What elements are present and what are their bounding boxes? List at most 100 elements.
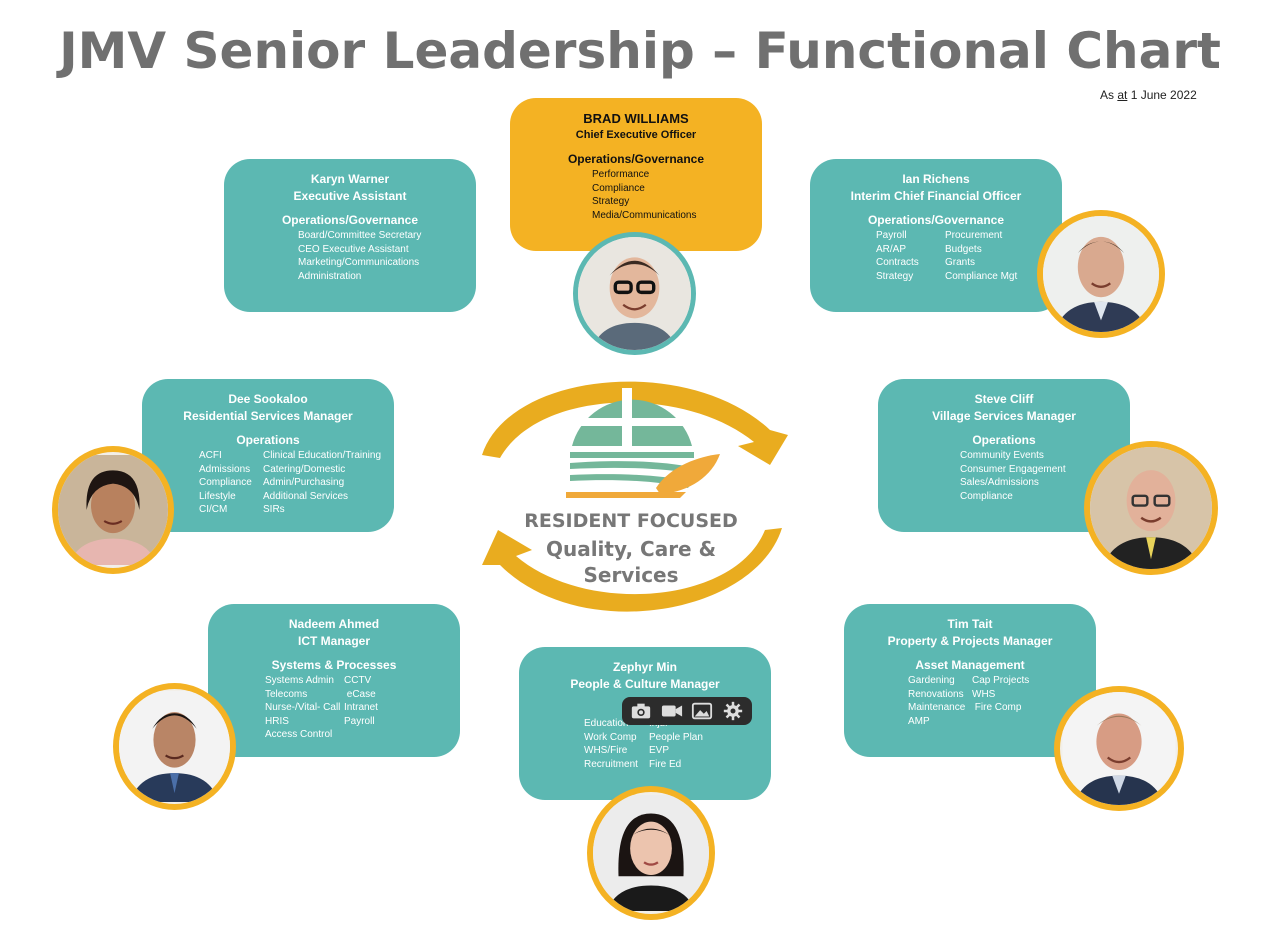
- list-item: Education: [584, 718, 629, 729]
- list-item: Payroll: [876, 230, 907, 241]
- list-item: Compliance Mgt: [945, 270, 1018, 282]
- ceo-role: Chief Executive Officer: [575, 129, 697, 141]
- list-item: People Plan: [649, 731, 703, 743]
- list-item: AR/AP: [876, 243, 907, 255]
- list-item: CI/CM: [199, 504, 228, 516]
- list-item: ACFI: [199, 450, 222, 461]
- ppm-name: Tim Tait: [947, 617, 993, 631]
- list-item: Lifestyle: [199, 490, 236, 502]
- rsm-section: Operations: [236, 433, 300, 447]
- list-item: AMP: [908, 715, 930, 727]
- ceo-name: BRAD WILLIAMS: [583, 111, 689, 126]
- list-item: Board/Committee Secretary: [298, 230, 422, 241]
- page-title: JMV Senior Leadership – Functional Chart: [59, 22, 1221, 80]
- list-item: eCase: [344, 688, 376, 700]
- image-icon[interactable]: [690, 700, 714, 722]
- vsm-photo: [1084, 441, 1218, 575]
- list-item: Gardening: [908, 675, 955, 686]
- ict-photo: [113, 683, 236, 810]
- list-item: EVP: [649, 745, 670, 757]
- list-item: Contracts: [876, 257, 919, 269]
- list-item: Systems Admin: [265, 675, 334, 686]
- rsm-photo: [52, 446, 174, 574]
- list-item: Fire Ed: [649, 758, 682, 770]
- logo-icon: [566, 388, 720, 498]
- vsm-name: Steve Cliff: [974, 392, 1034, 406]
- list-item: Strategy: [876, 270, 914, 282]
- list-item: Admissions: [199, 463, 251, 475]
- cfo-role: Interim Chief Financial Officer: [850, 189, 1022, 203]
- executive-assistant-card: Karyn Warner Executive Assistant Operati…: [224, 159, 476, 312]
- list-item: Strategy: [592, 196, 630, 208]
- pcm-role: People & Culture Manager: [570, 677, 720, 691]
- list-item: Additional Services: [263, 490, 349, 502]
- camera-icon[interactable]: [629, 700, 653, 722]
- as-at-date: As at 1 June 2022: [1100, 88, 1197, 102]
- list-item: Intranet: [344, 702, 378, 714]
- center-line-1: RESIDENT FOCUSED: [524, 510, 738, 532]
- rsm-role: Residential Services Manager: [183, 409, 353, 423]
- ppm-role: Property & Projects Manager: [887, 634, 1053, 648]
- list-item: Cap Projects: [972, 675, 1030, 686]
- list-item: Budgets: [945, 243, 982, 255]
- list-item: Compliance: [199, 477, 252, 489]
- list-item: Performance: [592, 169, 650, 180]
- list-item: CCTV: [344, 675, 372, 686]
- ict-role: ICT Manager: [297, 634, 370, 648]
- vsm-section: Operations: [972, 433, 1036, 447]
- list-item: Grants: [945, 257, 976, 269]
- list-item: Consumer Engagement: [960, 463, 1066, 475]
- ea-name: Karyn Warner: [310, 172, 390, 186]
- vsm-role: Village Services Manager: [932, 409, 1076, 423]
- list-item: HRIS: [265, 715, 289, 727]
- residential-services-card: Dee Sookaloo Residential Services Manage…: [142, 379, 394, 532]
- ict-card: Nadeem Ahmed ICT Manager Systems & Proce…: [208, 604, 460, 757]
- list-item: Clinical Education/Training: [263, 450, 382, 461]
- property-projects-card: Tim Tait Property & Projects Manager Ass…: [844, 604, 1096, 757]
- list-item: SIRs: [263, 504, 285, 516]
- list-item: Recruitment: [584, 758, 638, 770]
- ppm-section: Asset Management: [915, 658, 1025, 672]
- list-item: Marketing/Communications: [298, 257, 420, 269]
- list-item: CEO Executive Assistant: [298, 243, 409, 255]
- ict-section: Systems & Processes: [271, 658, 397, 672]
- list-item: Access Control: [265, 729, 333, 741]
- center-line-2: Quality, Care &: [545, 537, 717, 561]
- media-toolbar: [622, 697, 752, 725]
- ict-name: Nadeem Ahmed: [288, 617, 380, 631]
- ceo-section: Operations/Governance: [567, 152, 705, 166]
- cfo-photo: [1037, 210, 1165, 338]
- arrow-top-icon: [482, 381, 788, 465]
- cfo-card: Ian Richens Interim Chief Financial Offi…: [810, 159, 1062, 312]
- list-item: Catering/Domestic: [263, 463, 346, 475]
- list-item: Community Events: [960, 450, 1044, 461]
- center-graphic: [482, 381, 788, 612]
- pcm-photo: [587, 786, 715, 920]
- list-item: Nurse-/Vital- Call: [265, 702, 341, 714]
- cfo-name: Ian Richens: [902, 172, 970, 186]
- cfo-section: Operations/Governance: [867, 213, 1005, 227]
- list-item: Renovations: [908, 688, 964, 700]
- list-item: Maintenance: [908, 702, 966, 714]
- list-item: Compliance: [592, 182, 645, 194]
- list-item: Administration: [298, 270, 362, 282]
- ea-role: Executive Assistant: [293, 189, 407, 203]
- list-item: Payroll: [344, 715, 375, 727]
- list-item: Work Comp: [584, 731, 637, 743]
- rsm-name: Dee Sookaloo: [228, 392, 308, 406]
- ea-section: Operations/Governance: [281, 213, 419, 227]
- video-icon[interactable]: [660, 700, 684, 722]
- list-item: Media/Communications: [592, 209, 697, 221]
- pcm-name: Zephyr Min: [612, 660, 677, 674]
- ceo-photo: [573, 232, 696, 355]
- gear-icon[interactable]: [721, 700, 745, 722]
- list-item: Procurement: [945, 230, 1003, 241]
- ppm-photo: [1054, 686, 1184, 811]
- list-item: Compliance: [960, 490, 1013, 502]
- arrow-bottom-icon: [482, 528, 782, 612]
- center-line-3: Services: [583, 563, 679, 587]
- ceo-card: BRAD WILLIAMS Chief Executive Officer Op…: [510, 98, 762, 251]
- list-item: Sales/Admissions: [960, 477, 1039, 489]
- list-item: Telecoms: [265, 688, 308, 700]
- list-item: WHS: [972, 688, 996, 700]
